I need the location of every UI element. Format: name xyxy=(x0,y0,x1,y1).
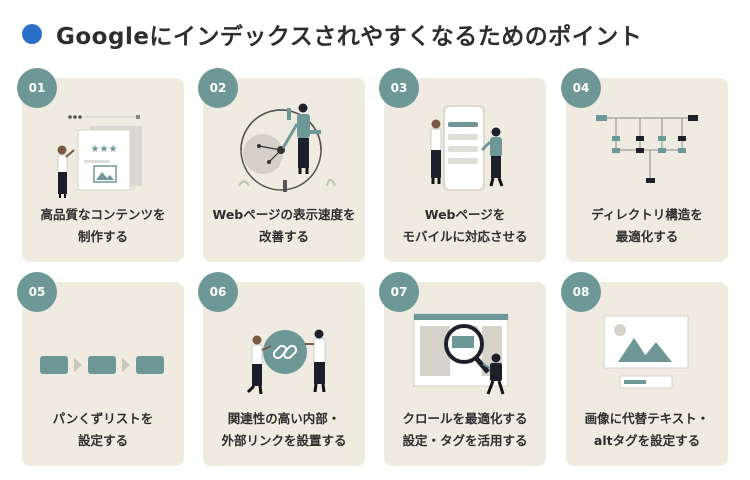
header-bullet-icon xyxy=(22,24,42,44)
page-title: Googleにインデックスされやすくなるためのポイント xyxy=(56,24,643,50)
badge-number-07: 07 xyxy=(379,272,419,312)
card-label: 画像に代替テキスト・altタグを設定する xyxy=(584,411,710,448)
point-card-03: Webページをモバイルに対応させる xyxy=(384,78,546,262)
card-label: クロールを最適化する設定・タグを活用する xyxy=(402,411,528,448)
badge-number-04: 04 xyxy=(561,68,601,108)
point-card-07: クロールを最適化する設定・タグを活用する xyxy=(384,282,546,466)
magnifier-illustration xyxy=(413,313,509,395)
svg-text:★★★: ★★★ xyxy=(91,144,118,155)
card-label: パンくずリストを設定する xyxy=(52,411,154,448)
page-header: Googleにインデックスされやすくなるためのポイント xyxy=(22,14,642,54)
badge-number-03: 03 xyxy=(379,68,419,108)
card-label: 関連性の高い内部・外部リンクを設置する xyxy=(221,411,347,448)
badge-number-02: 02 xyxy=(198,68,238,108)
point-card-04: ディレクトリ構造を最適化する xyxy=(566,78,728,262)
tree-structure-illustration xyxy=(596,115,698,183)
point-card-08: 画像に代替テキスト・altタグを設定する xyxy=(566,282,728,466)
document-rating-illustration: ★★★ xyxy=(57,115,142,198)
point-card-05: パンくずリストを設定する xyxy=(22,282,184,466)
point-card-02: Webページの表示速度を改善する xyxy=(203,78,365,262)
point-card-01: ★★★ 高品質なコンテンツを制作する xyxy=(22,78,184,262)
card-label: ディレクトリ構造を最適化する xyxy=(591,207,703,244)
badge-number-08: 08 xyxy=(561,272,601,312)
mobile-phone-illustration xyxy=(430,105,504,191)
card-label: 高品質なコンテンツを制作する xyxy=(40,207,166,244)
point-card-06: 関連性の高い内部・外部リンクを設置する xyxy=(203,282,365,466)
speedometer-illustration xyxy=(238,103,336,192)
breadcrumb-illustration xyxy=(40,356,164,374)
badge-number-06: 06 xyxy=(198,272,238,312)
badge-number-01: 01 xyxy=(17,68,57,108)
link-illustration xyxy=(246,329,326,395)
badge-number-05: 05 xyxy=(17,272,57,312)
image-alt-illustration xyxy=(603,315,689,389)
card-label: Webページをモバイルに対応させる xyxy=(402,207,528,244)
card-label: Webページの表示速度を改善する xyxy=(212,207,356,244)
